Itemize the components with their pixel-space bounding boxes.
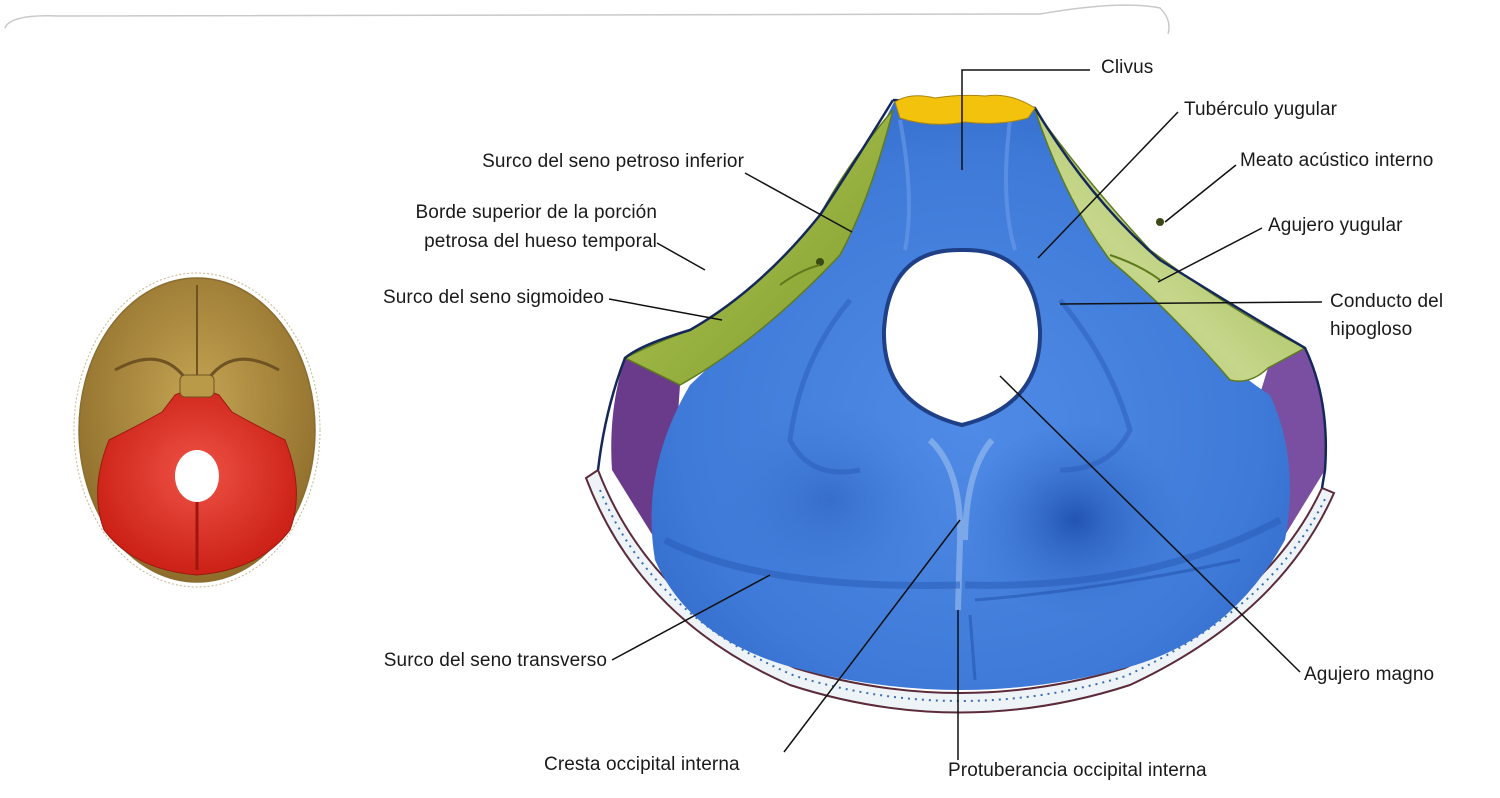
label-conducto-hipogloso-2: hipogloso <box>1330 319 1413 340</box>
leader-petroso <box>744 172 853 233</box>
leader-borde <box>656 242 706 271</box>
label-protuberancia-occipital-interna: Protuberancia occipital interna <box>948 760 1207 781</box>
leader-lines <box>608 69 1323 760</box>
petrous-right <box>1034 109 1307 382</box>
internal-occipital-crest <box>927 437 995 611</box>
sigmoid-groove <box>787 298 861 475</box>
label-surco-petroso-inferior: Surco del seno petroso inferior <box>482 151 744 172</box>
label-borde-superior-1: Borde superior de la porción <box>415 202 657 223</box>
foramen-magnum <box>881 247 1043 428</box>
label-conducto-hipogloso-1: Conducto del <box>1330 291 1444 312</box>
leader-agujero-magno <box>999 375 1301 673</box>
label-agujero-magno: Agujero magno <box>1304 664 1435 685</box>
label-surco-sigmoideo: Surco del seno sigmoideo <box>382 287 604 308</box>
page-frame-curve <box>4 4 1170 35</box>
label-meato-acustico-interno: Meato acústico interno <box>1240 150 1434 171</box>
leader-transverso <box>611 574 771 661</box>
label-cresta-occipital-interna: Cresta occipital interna <box>544 754 740 775</box>
clivus-cut-surface <box>894 94 1036 125</box>
label-clivus: Clivus <box>1101 57 1154 78</box>
reference-skull-base <box>73 272 321 588</box>
leader-cresta <box>783 519 961 753</box>
transverse-groove-right <box>964 516 1282 589</box>
occipital-bone-interior <box>584 94 1336 714</box>
leader-conducto <box>1059 301 1323 305</box>
leader-agujero-yugular <box>1157 227 1263 283</box>
label-borde-superior-2: petrosa del hueso temporal <box>424 231 657 252</box>
leader-clivus <box>961 69 1090 170</box>
leader-meato <box>1164 164 1237 223</box>
label-surco-transverso: Surco del seno transverso <box>383 650 607 671</box>
label-agujero-yugular: Agujero yugular <box>1268 215 1403 236</box>
label-tuberculo-yugular: Tubérculo yugular <box>1184 99 1338 120</box>
leader-tuberculo <box>1037 111 1179 259</box>
reference-foramen <box>175 450 219 502</box>
leader-sigmoideo <box>608 298 723 321</box>
